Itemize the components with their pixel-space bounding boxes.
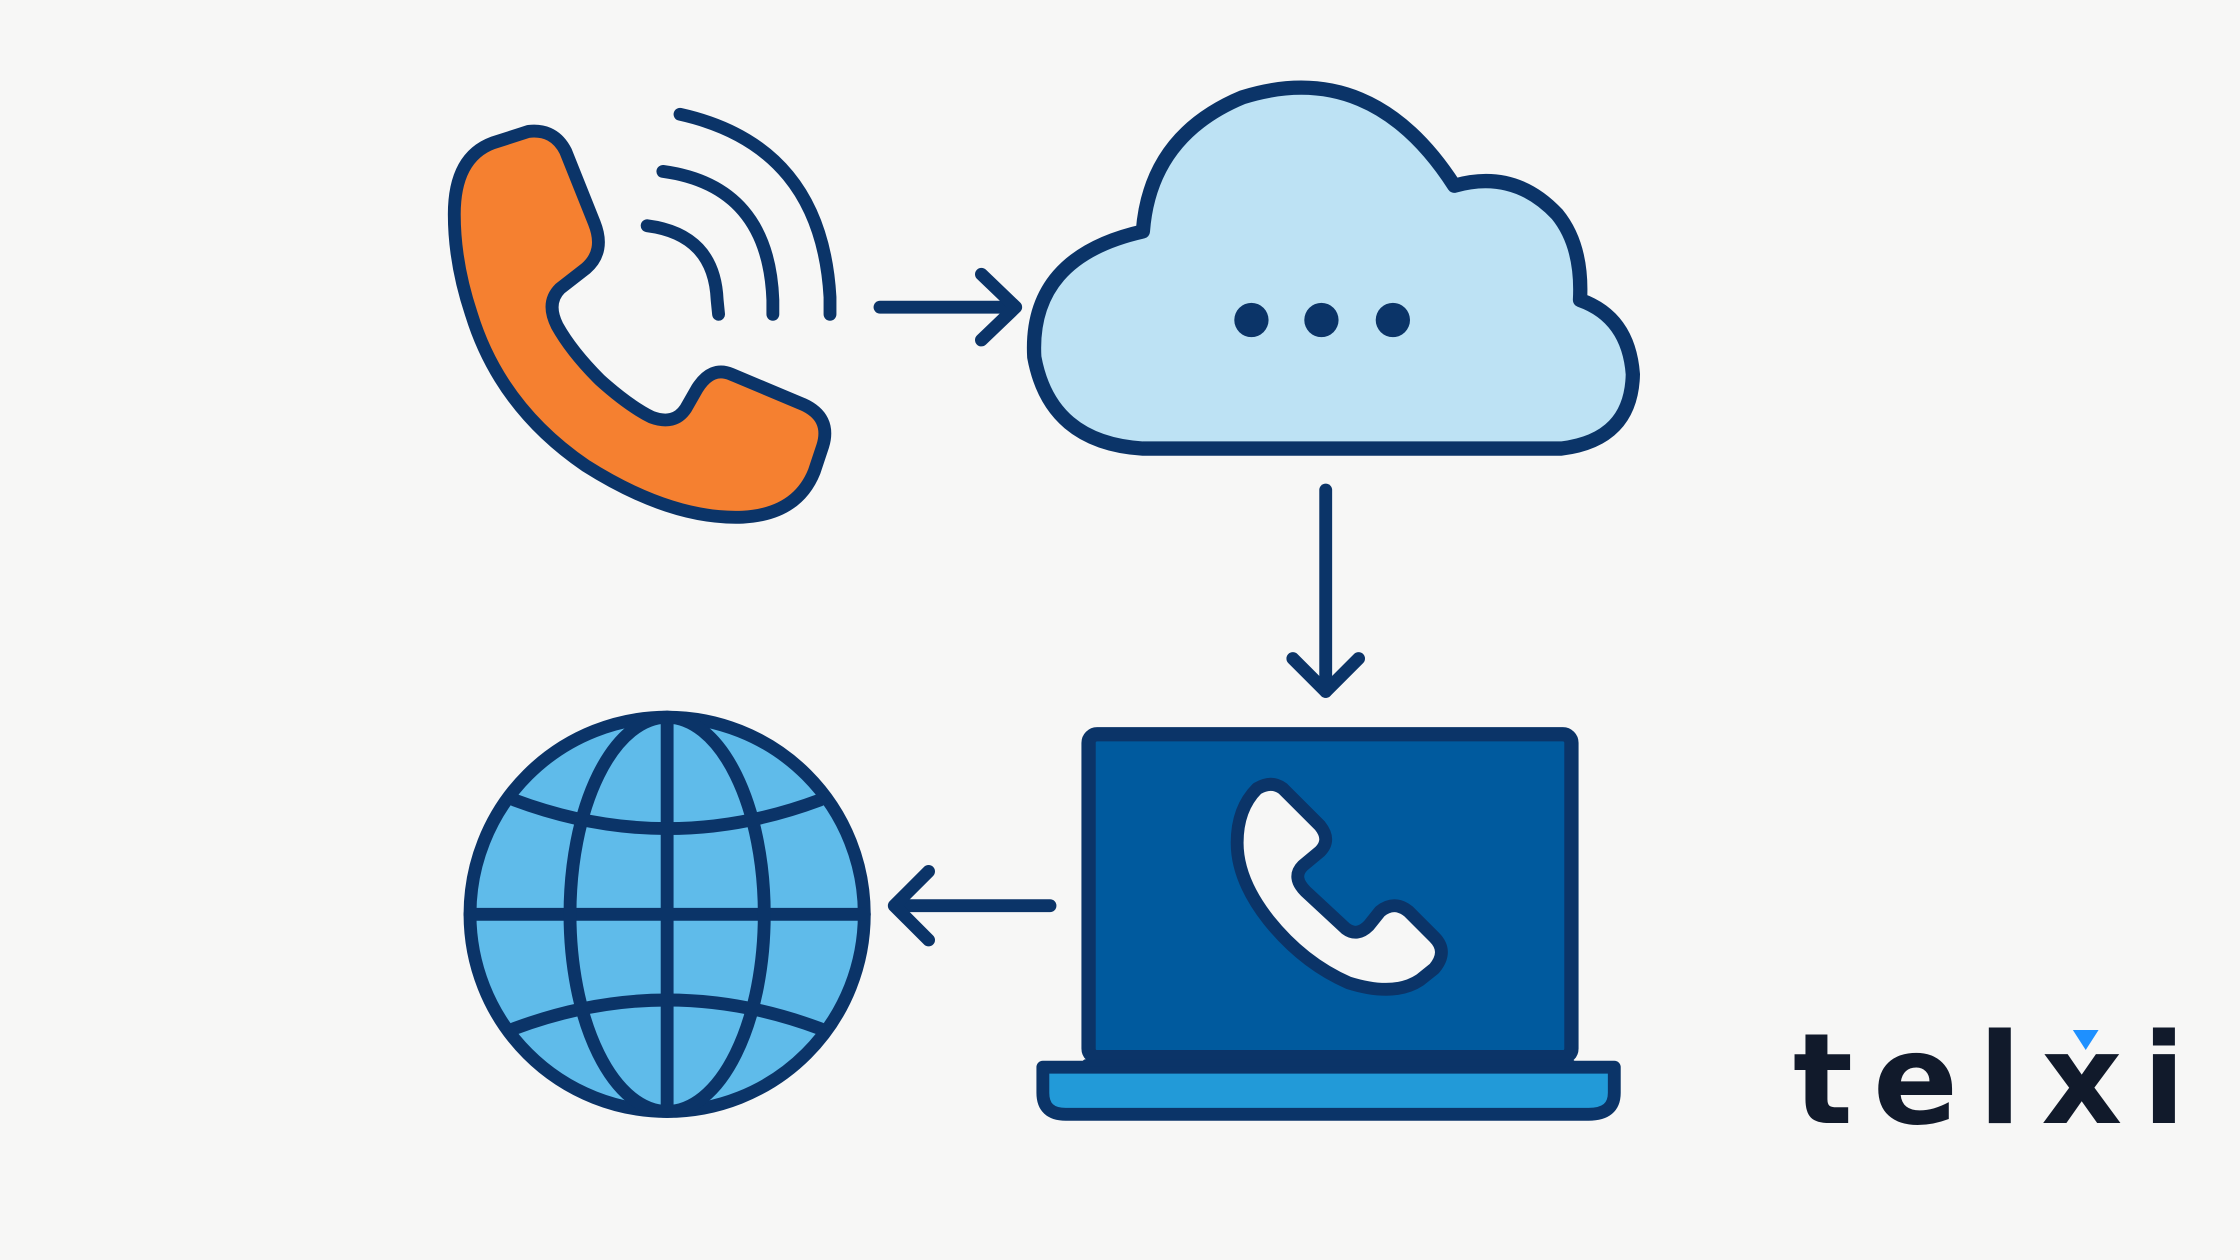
phone-on-screen-icon [1230,777,1448,996]
logo-text: telxi [1793,1006,2206,1153]
arrow-phone-to-cloud [873,267,1023,347]
phone-ringing-icon [447,107,837,524]
telxi-logo: telxi [1793,1006,2206,1153]
arrow-laptop-to-globe [887,865,1057,947]
arrow-cloud-to-laptop [1286,483,1365,698]
globe-icon [463,710,871,1118]
laptop-icon [1036,727,1621,1121]
cloud-icon [1026,80,1640,456]
logo-accent-triangle-icon [2072,1030,2099,1050]
